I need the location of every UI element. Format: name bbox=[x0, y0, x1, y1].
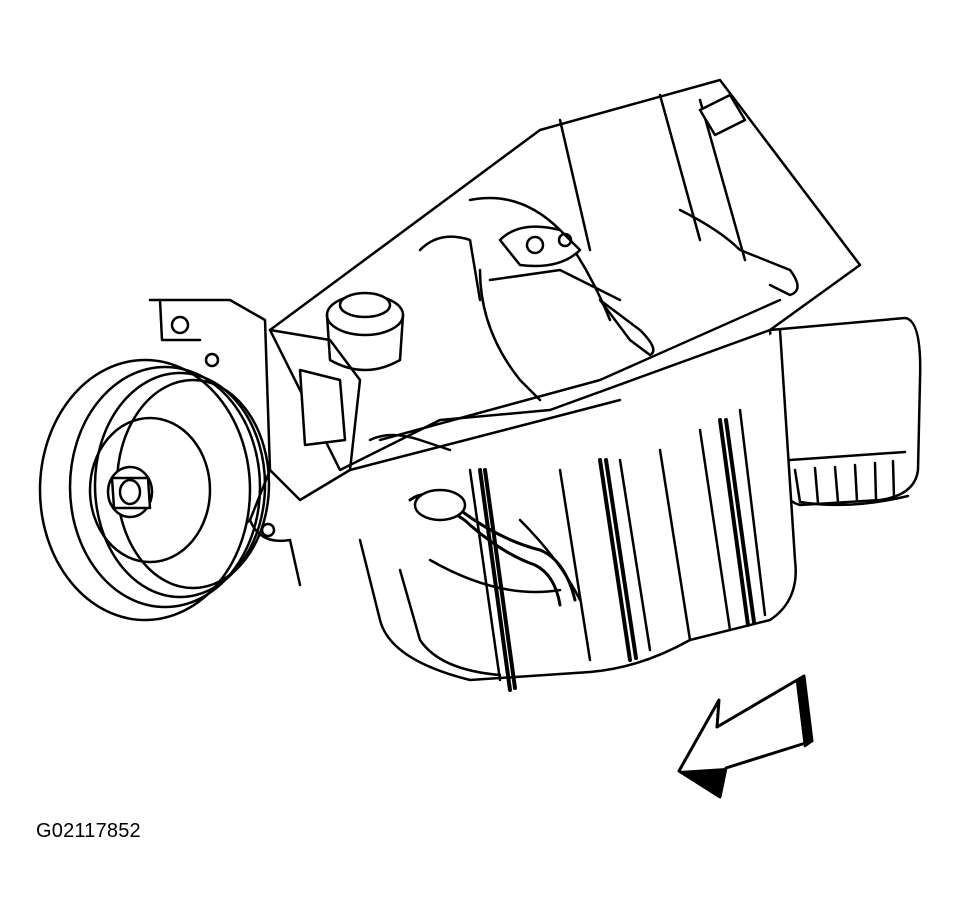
engine-block bbox=[268, 78, 862, 472]
oil-pan bbox=[358, 328, 797, 692]
hoses bbox=[368, 433, 577, 607]
oil-filter bbox=[768, 316, 922, 507]
front-arrow-icon bbox=[677, 674, 814, 799]
figure-id-label: G02117852 bbox=[36, 820, 141, 842]
reservoir bbox=[325, 291, 405, 372]
pulley bbox=[38, 358, 271, 622]
